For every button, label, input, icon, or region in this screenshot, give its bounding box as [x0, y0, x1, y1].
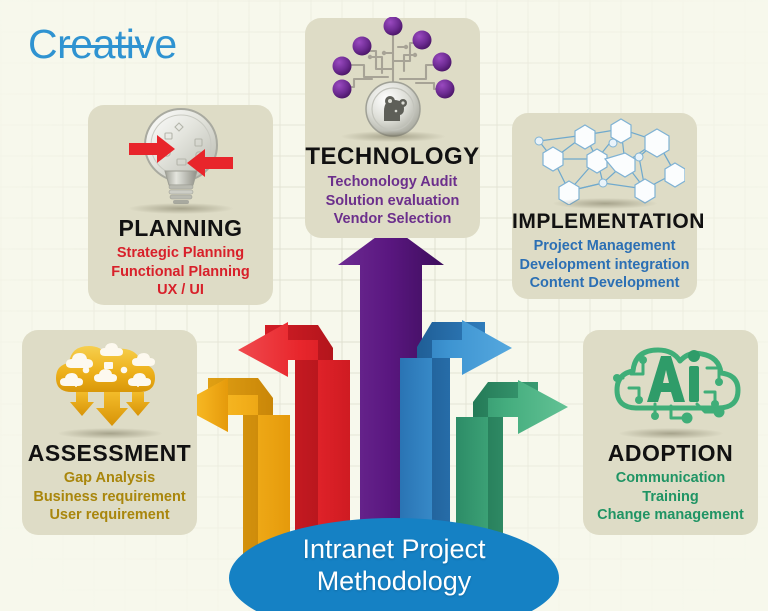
ai-brain-cloud-icon — [612, 347, 740, 424]
adoption-icon-shadow — [618, 428, 723, 439]
planning-icon-shadow — [128, 203, 233, 214]
stage-lines-technology: Techonology Audit Solution evaluation Ve… — [305, 173, 480, 229]
implementation-icon-shadow — [552, 198, 657, 209]
stage-card-assessment[interactable]: ASSESSMENT Gap Analysis Business require… — [22, 330, 197, 535]
stage-line: Development integration — [519, 256, 690, 273]
stage-title-adoption: ADOPTION — [607, 440, 734, 466]
stage-line: Content Development — [529, 275, 680, 292]
planning-icon-wrap — [88, 105, 273, 214]
stage-title-technology: TECHNOLOGY — [305, 143, 480, 170]
stage-line: Training — [642, 488, 699, 505]
stage-card-technology[interactable]: TECHNOLOGY Techonology Audit Solution ev… — [305, 17, 480, 238]
assessment-icon-shadow — [57, 428, 162, 439]
stage-card-adoption[interactable]: ADOPTION Communication Training Change m… — [583, 330, 758, 535]
stage-title-planning: PLANNING — [118, 215, 243, 241]
stage-line: Functional Planning — [111, 263, 250, 280]
stage-line: Strategic Planning — [116, 245, 245, 262]
stage-line: Solution evaluation — [325, 192, 460, 209]
technology-icon-wrap — [305, 17, 480, 142]
creative-logo: Creative — [28, 24, 177, 65]
stage-title-assessment: ASSESSMENT — [27, 440, 192, 466]
stage-title-implementation: IMPLEMENTATION — [512, 210, 705, 233]
main-title-line-2: Methodology — [316, 565, 472, 596]
stage-card-planning[interactable]: PLANNING Strategic Planning Functional P… — [88, 105, 273, 305]
stage-line: Communication — [615, 470, 726, 487]
assessment-icon-wrap — [22, 330, 197, 439]
stage-line: Business requirement — [33, 488, 186, 505]
technology-icon-shadow — [340, 131, 445, 142]
cloud-download-icon — [55, 343, 155, 426]
stage-line: Vendor Selection — [333, 211, 452, 228]
stage-lines-adoption: Communication Training Change management — [583, 469, 758, 525]
main-title-line-1: Intranet Project — [302, 534, 486, 564]
adoption-icon-wrap — [583, 330, 758, 439]
implementation-icon-wrap — [512, 113, 697, 209]
stage-lines-planning: Strategic Planning Functional Planning U… — [88, 244, 273, 300]
lightbulb-arrows-icon — [128, 108, 233, 204]
network-nodes-icon — [534, 118, 685, 205]
stage-lines-assessment: Gap Analysis Business requirement User r… — [22, 469, 197, 525]
stage-line: Gap Analysis — [63, 470, 156, 487]
circuit-brain-icon — [332, 17, 454, 137]
logo-strikethrough-bar — [61, 45, 144, 48]
stage-line: UX / UI — [157, 282, 204, 299]
stage-line: Techonology Audit — [327, 174, 458, 191]
stage-line: Change management — [597, 507, 744, 524]
main-title-text: Intranet Project Methodology — [302, 534, 485, 598]
stage-lines-implementation: Project Management Development integrati… — [512, 237, 697, 293]
stage-line: User requirement — [49, 507, 170, 524]
stage-card-implementation[interactable]: IMPLEMENTATION Project Management Develo… — [512, 113, 705, 299]
stage-line: Project Management — [533, 238, 676, 255]
